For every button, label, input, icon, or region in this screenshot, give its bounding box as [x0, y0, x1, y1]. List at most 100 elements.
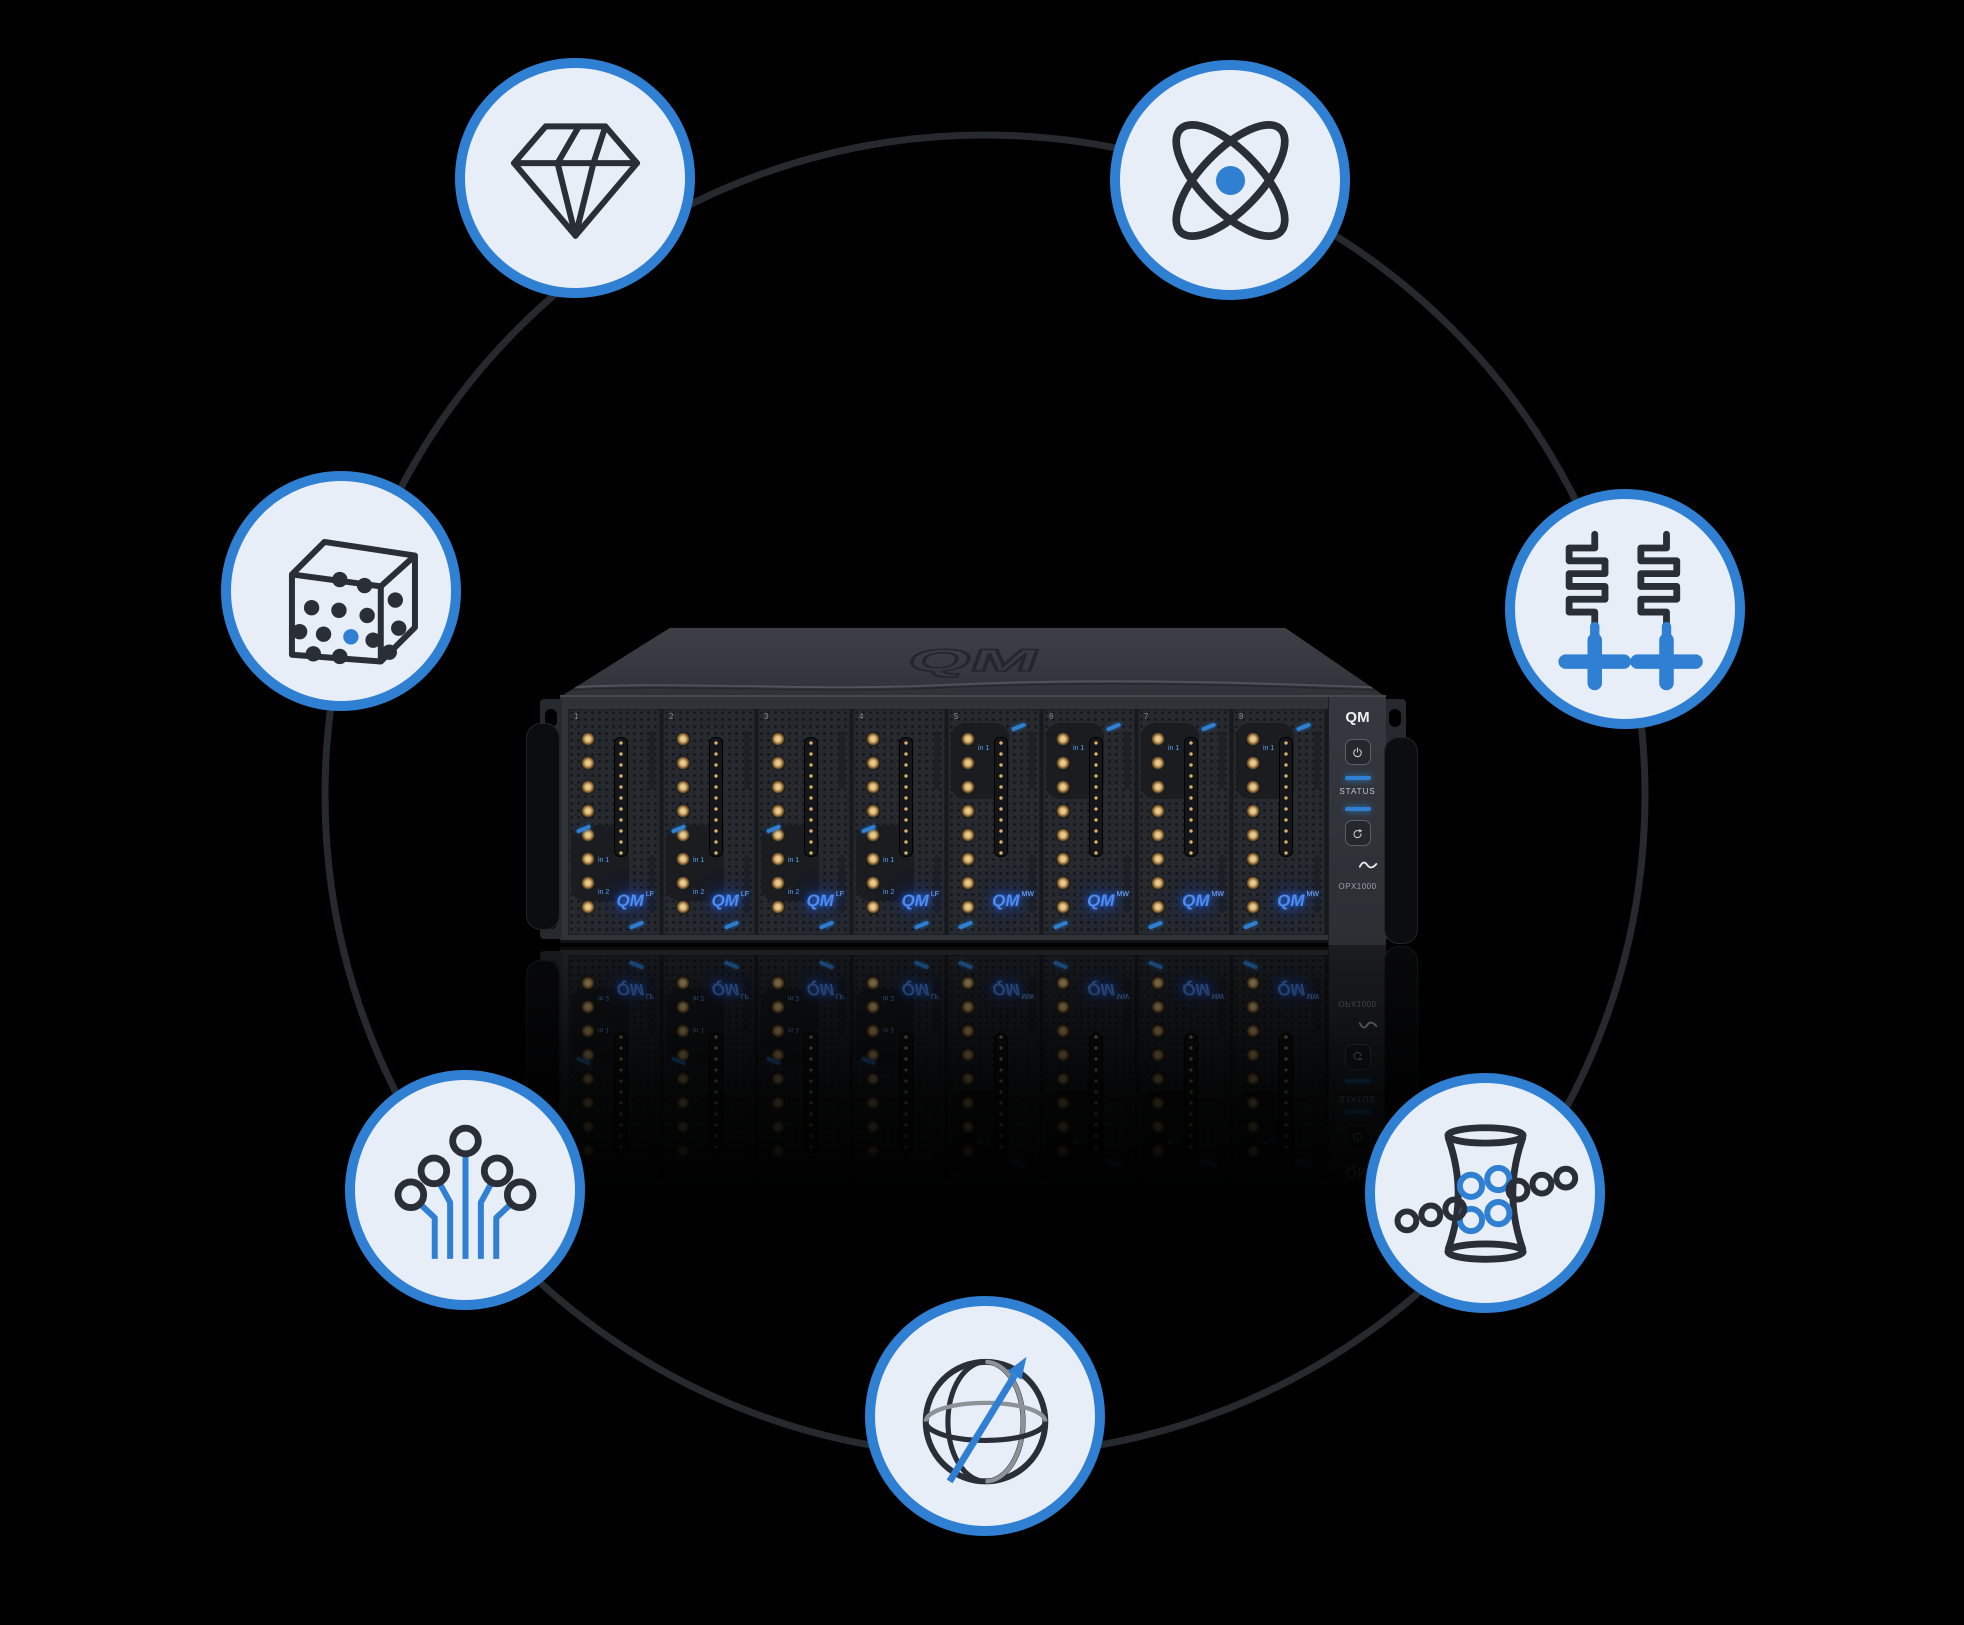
blue-accent [1200, 722, 1217, 732]
sma-connector-column [767, 727, 789, 919]
input1-label: in 1 [1073, 745, 1085, 752]
backplane-pin-strip [1089, 737, 1103, 857]
backplane-pin-strip [1279, 737, 1293, 857]
transmon-resonator-icon [1557, 530, 1703, 690]
blue-accent [1242, 919, 1259, 929]
ion-trap-icon [1394, 1123, 1578, 1263]
sma-connector-column [672, 727, 694, 919]
module-slot-number: 5 [954, 712, 959, 721]
module-slot-number: 7 [1144, 712, 1149, 721]
blue-accent [1295, 722, 1312, 732]
input2-label: in 2 [598, 889, 610, 896]
module-latch [744, 731, 750, 789]
module-slot-number: 3 [764, 712, 769, 721]
input2-label: in 2 [788, 889, 800, 896]
input1-label: in 1 [1168, 745, 1180, 752]
status-led-top [1344, 776, 1371, 780]
blue-accent [1052, 919, 1069, 929]
module-type-label: MW [1116, 891, 1129, 898]
module-slot-number: 2 [669, 712, 674, 721]
module-qm-glow: QM [711, 891, 739, 910]
module-qm-glow: QM [806, 891, 834, 910]
sma-connector-column [577, 727, 599, 919]
module-latch [649, 855, 655, 913]
input1-label: in 1 [978, 745, 990, 752]
module-type-label: LF [835, 891, 844, 898]
sma-connector-column [862, 727, 884, 919]
status-led-bottom [1344, 807, 1371, 811]
module-latch [744, 855, 750, 913]
blue-accent [957, 919, 974, 929]
modality-neutral-atoms [1110, 60, 1350, 300]
module-latch [839, 731, 845, 789]
module-latch [1124, 731, 1130, 789]
rack-handle-right [1384, 737, 1418, 944]
module-slot-number: 6 [1049, 712, 1054, 721]
blue-accent [818, 919, 835, 929]
module-latch [1219, 731, 1225, 789]
sma-connector-column [1147, 727, 1169, 919]
chassis-top-face: QM [560, 627, 1386, 697]
backplane-pin-strip [994, 737, 1008, 857]
input1-label: in 1 [598, 857, 610, 864]
reflection-fade [520, 945, 1426, 1275]
module-type-label: LF [740, 891, 749, 898]
opx1000-device: QM 1 in 1 in 2 [526, 625, 1418, 945]
module-latch [1029, 855, 1035, 913]
modality-bloch-sphere [865, 1296, 1105, 1536]
module-qm-glow: QM [1087, 891, 1115, 910]
sma-connector-column [957, 727, 979, 919]
module-type-label: MW [1211, 891, 1224, 898]
sma-connector-column [1242, 727, 1264, 919]
control-panel: QM STATUS [1328, 697, 1386, 945]
qm-wave-mark-icon [1358, 861, 1378, 869]
module-qm-glow: QM [901, 891, 929, 910]
input2-label: in 2 [883, 889, 895, 896]
doped-crystal-cube-icon [288, 538, 418, 665]
blue-accent [628, 919, 645, 929]
module-qm-glow: QM [992, 891, 1020, 910]
chassis-qm-logo: QM [901, 642, 1046, 679]
power-icon [1353, 746, 1362, 757]
reset-icon [1353, 828, 1363, 838]
module-slot-number: 4 [859, 712, 864, 721]
module-qm-glow: QM [616, 891, 644, 910]
modality-solid-state-spins [221, 471, 461, 711]
module-latch [1219, 855, 1225, 913]
bloch-sphere-icon [922, 1356, 1048, 1484]
blue-accent [723, 919, 740, 929]
backplane-pin-strip [614, 737, 628, 857]
modality-photonics [345, 1070, 585, 1310]
module-type-label: LF [645, 891, 654, 898]
modality-superconducting [1505, 489, 1745, 729]
module-type-label: LF [930, 891, 939, 898]
blue-accent [1010, 722, 1027, 732]
module-latch [934, 731, 940, 789]
module-slot-number: 8 [1239, 712, 1244, 721]
backplane-pin-strip [804, 737, 818, 857]
blue-accent [1147, 919, 1164, 929]
module-latch [649, 731, 655, 789]
module-latch [1314, 731, 1320, 789]
backplane-pin-strip [1184, 737, 1198, 857]
module-slot-number: 1 [574, 712, 579, 721]
sma-connector-column [1052, 727, 1074, 919]
diamond-icon [510, 122, 640, 239]
status-label: STATUS [1339, 787, 1376, 796]
module-latch [934, 855, 940, 913]
module-type-label: MW [1306, 891, 1319, 898]
